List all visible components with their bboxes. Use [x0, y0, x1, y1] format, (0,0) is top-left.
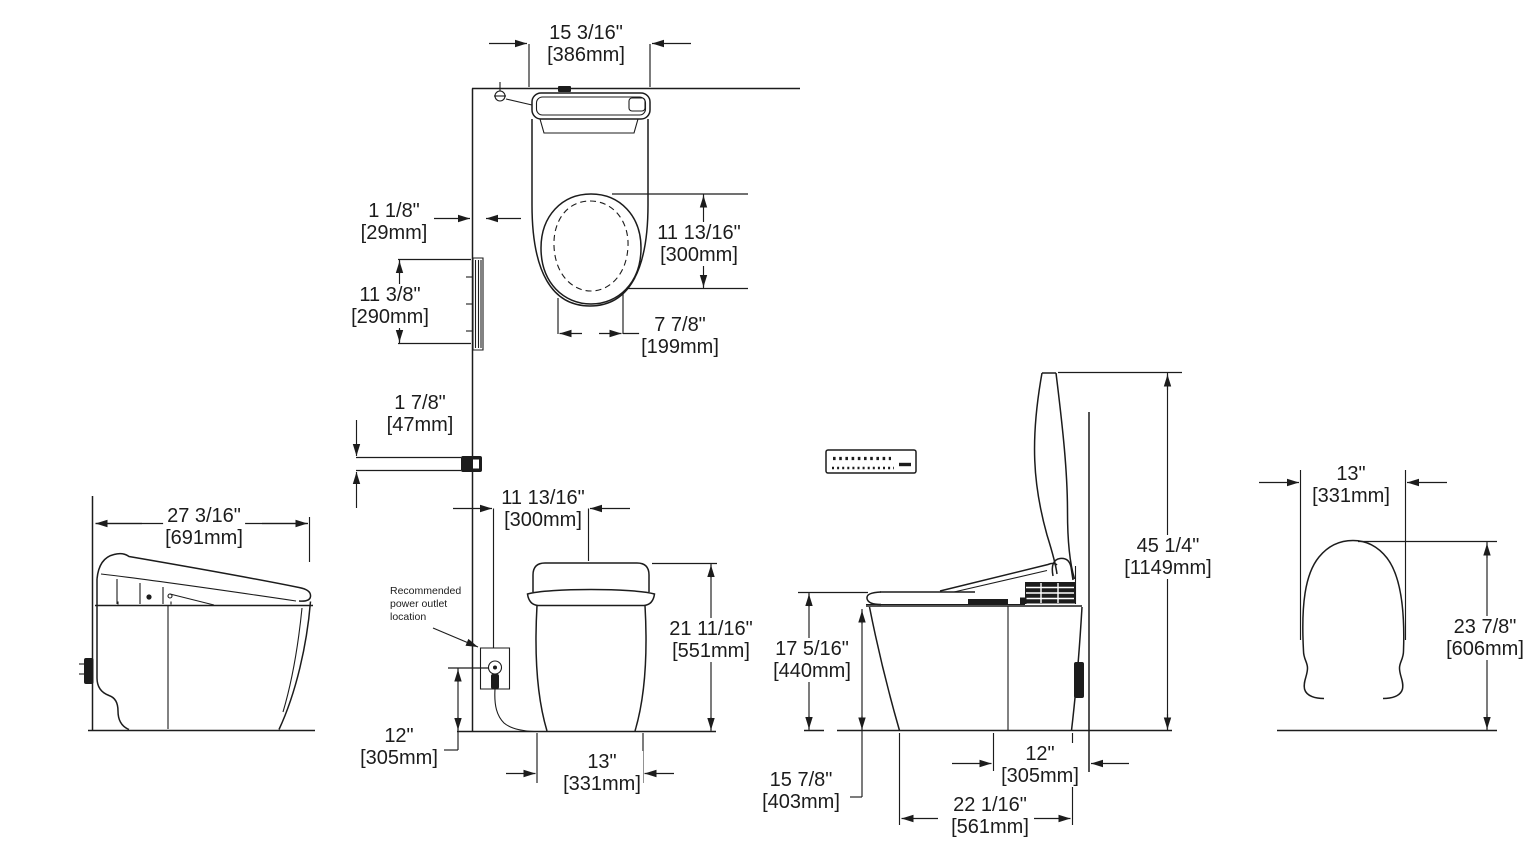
dim-base-width: 13"[331mm] — [561, 751, 643, 795]
rear-supply-connection — [1074, 662, 1084, 698]
power-outlet-note: Recommended power outlet location — [390, 585, 464, 624]
dim-rim-height: 15 7/8"[403mm] — [760, 769, 842, 813]
dim-overall-depth: 27 3/16"[691mm] — [163, 505, 245, 549]
dim-top-width: 15 3/16"[386mm] — [545, 22, 627, 66]
side-view-open-drawing — [798, 373, 1182, 826]
remote-control-icon — [826, 450, 916, 473]
dim-rough-in: 12"[305mm] — [999, 743, 1081, 787]
dim-lid-height: 23 7/8"[606mm] — [1444, 616, 1526, 660]
dim-lines-side-open — [798, 373, 1182, 826]
dim-lines-lid-front — [1259, 470, 1497, 730]
dim-wall-offset: 1 1/8"[29mm] — [358, 200, 430, 244]
lid-front-view-drawing — [1259, 470, 1497, 731]
supply-connection — [84, 658, 94, 684]
dim-mount-plate: 11 3/8"[290mm] — [349, 284, 431, 328]
rear-view-drawing — [352, 420, 717, 783]
dim-base-depth: 22 1/16"[561mm] — [949, 794, 1031, 838]
mounting-plate — [466, 258, 483, 350]
dim-seat-height: 17 5/16"[440mm] — [771, 638, 853, 682]
dim-body-height: 21 11/16"[551mm] — [667, 618, 755, 662]
dim-bowl-width: 7 7/8"[199mm] — [639, 314, 721, 358]
power-outlet-icon — [481, 648, 535, 732]
dim-open-lid-height: 45 1/4"[1149mm] — [1122, 535, 1214, 579]
dim-supply-protrusion: 1 7/8"[47mm] — [384, 392, 456, 436]
water-supply-valve-icon — [491, 82, 532, 105]
dim-bowl-length: 11 13/16"[300mm] — [655, 222, 743, 266]
dim-lid-width: 13"[331mm] — [1310, 463, 1392, 507]
dim-wall-to-centerline: 11 13/16"[300mm] — [499, 487, 587, 531]
dim-outlet-height: 12"[305mm] — [358, 725, 440, 769]
